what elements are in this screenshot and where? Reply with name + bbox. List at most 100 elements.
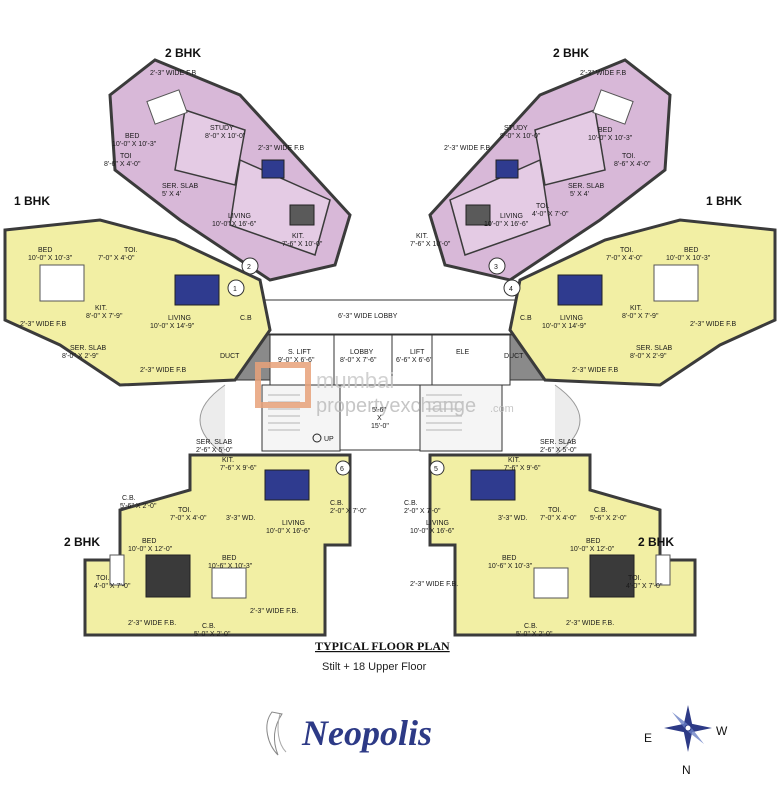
room-dim: 8'-0" X 2'-9": [630, 353, 667, 360]
room-label: BED: [598, 127, 612, 134]
room-label: 2'-3" WIDE F.B.: [128, 620, 176, 627]
room-dim: 8'-0" X 7'-9": [86, 313, 123, 320]
room-dim: 7'-6" X 9'-6": [220, 465, 257, 472]
room-dim: 8'-0" X 2'-9": [62, 353, 99, 360]
room-label: KIT.: [95, 305, 107, 312]
watermark-line3: .com: [490, 403, 514, 415]
brand-name: Neopolis: [301, 713, 432, 753]
room-label: SER. SLAB: [162, 183, 199, 190]
room-label: TOI.: [96, 575, 110, 582]
room-label: C.B.: [202, 623, 216, 630]
room-label: LIVING: [282, 520, 305, 527]
room-label: TOI.: [548, 507, 562, 514]
watermark: mumbai propertyexchange .com: [255, 362, 514, 417]
flat-number: 2: [247, 264, 251, 271]
room-label: BED: [586, 538, 600, 545]
up-arrow-icon: [312, 433, 322, 443]
room-label: TOI.: [124, 247, 138, 254]
room-label: 2'-3" WIDE F.B.: [566, 620, 614, 627]
unit-label-mid-left: 1 BHK: [14, 194, 50, 208]
room-dim: 10'-0" X 16'-6": [266, 528, 311, 535]
room-dim: 10'-0" X 16'-6": [410, 528, 455, 535]
compass-east: E: [644, 731, 652, 745]
room-label: 2'-3" WIDE F.B: [150, 70, 197, 77]
room-label: C.B.: [122, 495, 136, 502]
duct-left-label: DUCT: [220, 353, 240, 360]
room-dim: 4'-0" X 7'-0": [532, 211, 569, 218]
room-label: LIVING: [426, 520, 449, 527]
compass-rose-icon: [664, 705, 712, 752]
room-dim: 8'-0" X 10'-0": [205, 133, 246, 140]
room-label: 3'-3" WD.: [226, 515, 256, 522]
plan-title: TYPICAL FLOOR PLAN: [315, 639, 450, 653]
plan-subtitle: Stilt + 18 Upper Floor: [322, 661, 427, 673]
room-label: C.B: [520, 315, 532, 322]
room-dim: 7'-6" X 10'-0": [410, 241, 451, 248]
room-dim: 5' X 4': [570, 191, 589, 198]
compass-north: N: [682, 763, 691, 777]
room-label: KIT.: [222, 457, 234, 464]
unit-label-mid-right: 1 BHK: [706, 194, 742, 208]
room-dim: 7'-0" X 4'-0": [540, 515, 577, 522]
unit-label-top-left: 2 BHK: [165, 46, 201, 60]
room-label: TOI.: [628, 575, 642, 582]
room-dim: 10'-6" X 10'-3": [208, 563, 253, 570]
room-label: 2'-3" WIDE F.B: [20, 321, 67, 328]
room-label: 2'-3" WIDE F.B: [690, 321, 737, 328]
compass-west: W: [716, 724, 728, 738]
room-label: C.B.: [330, 500, 344, 507]
room-dim: 10'-0" X 14'-9": [542, 323, 587, 330]
room-dim: 7'-0" X 4'-0": [606, 255, 643, 262]
brand-logo-icon: [266, 711, 287, 756]
room-label: C.B.: [404, 500, 418, 507]
room-label: 2'-3" WIDE F.B: [444, 145, 491, 152]
unit-bottom-left-2bhk: [83, 453, 352, 637]
ele-label: ELE: [456, 349, 470, 356]
room-dim: 8'-0" X 7'-9": [622, 313, 659, 320]
room-dim: 10'-0" X 10'-3": [112, 141, 157, 148]
stair-dim-b: X: [377, 415, 382, 422]
room-label: C.B.: [594, 507, 608, 514]
up-label: UP: [324, 436, 334, 443]
flat-number: 6: [340, 466, 344, 473]
room-label: SER. SLAB: [196, 439, 233, 446]
room-label: TOI.: [536, 203, 550, 210]
room-label: TOI.: [178, 507, 192, 514]
room-label: TOI.: [622, 153, 636, 160]
room-label: 3'-3" WD.: [498, 515, 528, 522]
flat-number: 4: [509, 286, 513, 293]
room-dim: 7'-6" X 10'-0": [282, 241, 323, 248]
room-dim: 8'-6" X 4'-0": [104, 161, 141, 168]
room-dim: 10'-0" X 10'-3": [666, 255, 711, 262]
unit-mid-right-1bhk: [503, 218, 777, 387]
room-dim: 8'-6" X 4'-0": [614, 161, 651, 168]
room-label: SER. SLAB: [568, 183, 605, 190]
room-label: LIVING: [228, 213, 251, 220]
s-lift-label: S. LIFT: [288, 349, 312, 356]
unit-bottom-right-2bhk: [428, 453, 697, 637]
room-label: SER. SLAB: [540, 439, 577, 446]
room-label: BED: [684, 247, 698, 254]
unit-top-right-2bhk: [428, 58, 672, 282]
room-dim: 7'-0" X 4'-0": [98, 255, 135, 262]
room-label: BED: [38, 247, 52, 254]
room-label: BED: [222, 555, 236, 562]
room-label: KIT.: [416, 233, 428, 240]
unit-label-top-right: 2 BHK: [553, 46, 589, 60]
room-label: STUDY: [504, 125, 528, 132]
room-label: LIVING: [500, 213, 523, 220]
room-label: STUDY: [210, 125, 234, 132]
watermark-line2: propertyexchange: [316, 395, 476, 417]
room-dim: 7'-6" X 9'-6": [504, 465, 541, 472]
room-label: KIT.: [508, 457, 520, 464]
room-label: BED: [125, 133, 139, 140]
room-label: 2'-3" WIDE F.B.: [410, 581, 458, 588]
room-label: BED: [502, 555, 516, 562]
lobby-wide-label: 6'-3" WIDE LOBBY: [338, 313, 398, 320]
room-label: 2'-3" WIDE F.B: [572, 367, 619, 374]
unit-label-bottom-left: 2 BHK: [64, 535, 100, 549]
stair-dim-a: 5'-6": [372, 407, 386, 414]
room-label: LIVING: [560, 315, 583, 322]
room-dim: 10'-0" X 14'-9": [150, 323, 195, 330]
